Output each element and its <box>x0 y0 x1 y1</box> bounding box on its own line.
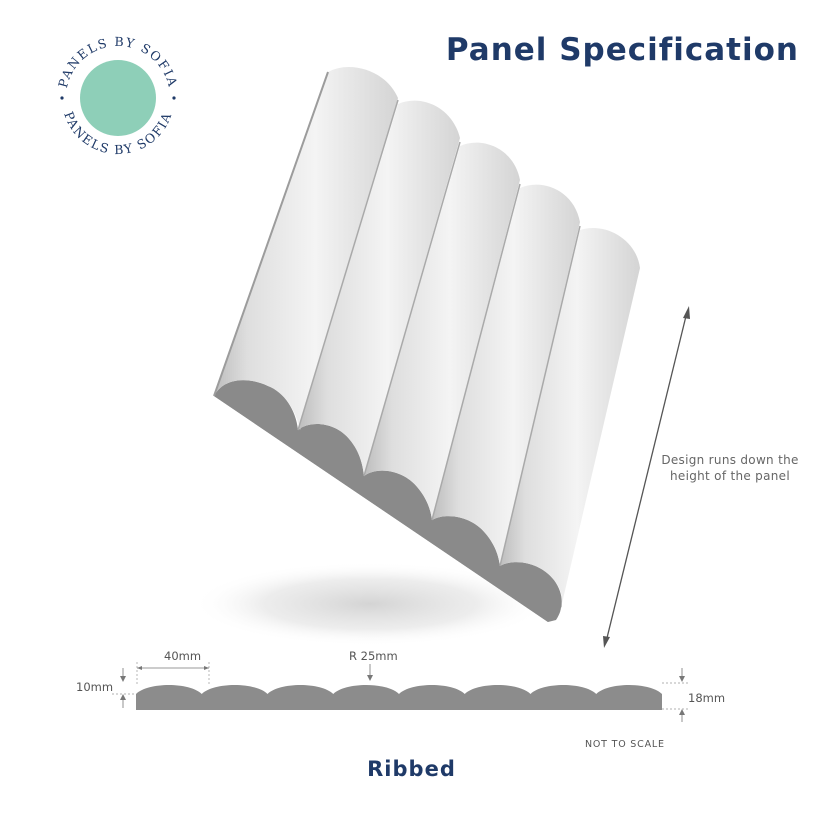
rib-radius-label: R 25mm <box>349 649 398 663</box>
brand-logo: PANELS BY SOFIA PANELS BY SOFIA <box>50 30 186 166</box>
logo-ring-text: PANELS BY SOFIA PANELS BY SOFIA <box>55 34 179 157</box>
direction-arrow <box>603 306 690 648</box>
direction-note: Design runs down the height of the panel <box>650 452 810 484</box>
panel-end-face <box>214 380 562 622</box>
page-title: Panel Specification <box>445 32 799 68</box>
note-line-2: height of the panel <box>670 469 790 483</box>
rib-depth-label: 10mm <box>76 680 114 694</box>
scale-note: NOT TO SCALE <box>585 739 665 750</box>
logo-disc <box>80 60 156 136</box>
panel-ribs <box>213 67 640 612</box>
note-line-1: Design runs down the <box>661 453 799 467</box>
product-name: Ribbed <box>367 757 456 781</box>
profile-section <box>112 662 690 722</box>
panel-thickness-label: 18mm <box>688 691 726 705</box>
rib-width-label: 40mm <box>164 649 202 663</box>
panel-shadow <box>192 562 548 646</box>
